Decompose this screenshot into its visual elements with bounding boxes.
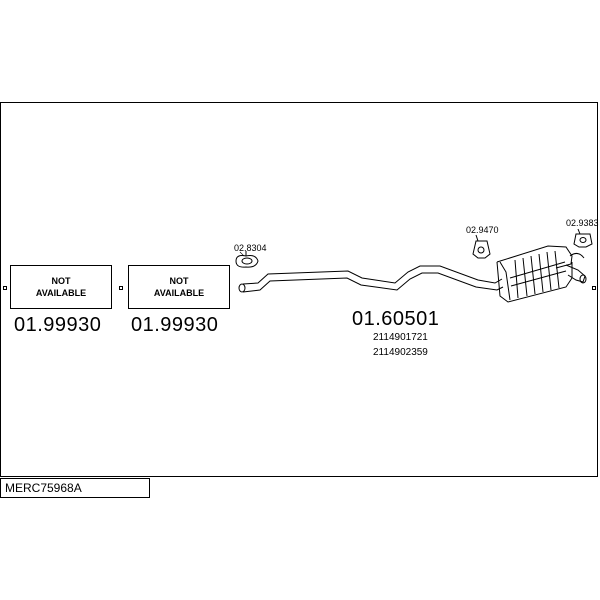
model-code-box: MERC75968A	[0, 478, 150, 498]
part-number-box-1: 01.99930	[14, 314, 102, 336]
hanger1-icon	[472, 234, 491, 259]
oe-number-1: 2114901721	[373, 332, 428, 343]
diagram-frame	[0, 102, 598, 477]
connector-left	[3, 286, 7, 290]
part-number-box-2: 01.99930	[131, 314, 219, 336]
not-available-box-2: NOT AVAILABLE	[128, 265, 230, 309]
connector-mid	[119, 286, 123, 290]
not-available-box-1: NOT AVAILABLE	[10, 265, 112, 309]
pipe-icon	[238, 265, 504, 293]
clamp-icon	[235, 251, 259, 268]
pipe-part-label: 01.60501	[352, 308, 440, 330]
hanger2-icon	[573, 228, 593, 248]
oe-number-2: 2114902359	[373, 347, 428, 358]
rear-silencer-icon	[496, 245, 587, 303]
clamp-part-label: 02.8304	[234, 243, 267, 253]
hanger2-part-label: 02.9383	[566, 218, 599, 228]
hanger1-part-label: 02.9470	[466, 225, 499, 235]
connector-right	[592, 286, 596, 290]
